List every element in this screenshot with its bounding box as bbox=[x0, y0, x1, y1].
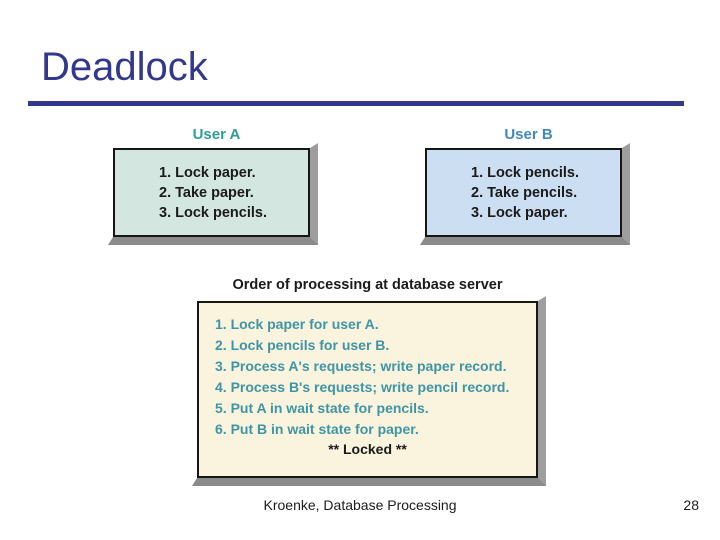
server-step-line: 5. Put A in wait state for pencils. bbox=[215, 400, 429, 416]
title-underline bbox=[28, 101, 684, 106]
user-a-step-line: 3. Lock pencils. bbox=[159, 205, 267, 221]
locked-label: ** Locked ** bbox=[328, 441, 407, 457]
server-box-face: 1. Lock paper for user A. 2. Lock pencils… bbox=[197, 301, 538, 478]
user-b-step-line: 3. Lock paper. bbox=[471, 205, 568, 221]
server-heading: Order of processing at database server bbox=[232, 277, 503, 293]
page-number: 28 bbox=[683, 497, 699, 513]
user-a-label: User A bbox=[192, 126, 241, 143]
server-steps: 1. Lock paper for user A. 2. Lock pencils… bbox=[199, 303, 536, 440]
user-a-box-face: 1. Lock paper. 2. Take paper. 3. Lock penc… bbox=[113, 148, 310, 237]
user-a-box: 1. Lock paper. 2. Take paper. 3. Lock penc… bbox=[108, 143, 318, 245]
user-b-step-line: 2. Take pencils. bbox=[471, 185, 578, 201]
server-step-line: 2. Lock pencils for user B. bbox=[215, 337, 390, 353]
user-a-step-line: 2. Take paper. bbox=[159, 185, 254, 201]
server-step-line: 1. Lock paper for user A. bbox=[215, 316, 379, 332]
user-b-steps: 1. Lock pencils. 2. Take pencils. 3. Lock … bbox=[427, 150, 620, 223]
server-box: 1. Lock paper for user A. 2. Lock pencils… bbox=[192, 296, 546, 486]
server-step-line: 6. Put B in wait state for paper. bbox=[215, 421, 419, 437]
user-b-step-line: 1. Lock pencils. bbox=[471, 165, 579, 181]
slide-title: Deadlock bbox=[41, 45, 208, 89]
user-b-box: 1. Lock pencils. 2. Take pencils. 3. Lock … bbox=[420, 143, 630, 245]
user-a-step-line: 1. Lock paper. bbox=[159, 165, 256, 181]
user-b-box-face: 1. Lock pencils. 2. Take pencils. 3. Lock … bbox=[425, 148, 622, 237]
server-step-line: 3. Process A's requests; write paper rec… bbox=[215, 358, 507, 374]
user-b-label: User B bbox=[504, 126, 553, 143]
user-a-steps: 1. Lock paper. 2. Take paper. 3. Lock penc… bbox=[115, 150, 308, 223]
server-step-line: 4. Process B's requests; write pencil re… bbox=[215, 379, 510, 395]
footer-attribution: Kroenke, Database Processing bbox=[263, 497, 457, 513]
